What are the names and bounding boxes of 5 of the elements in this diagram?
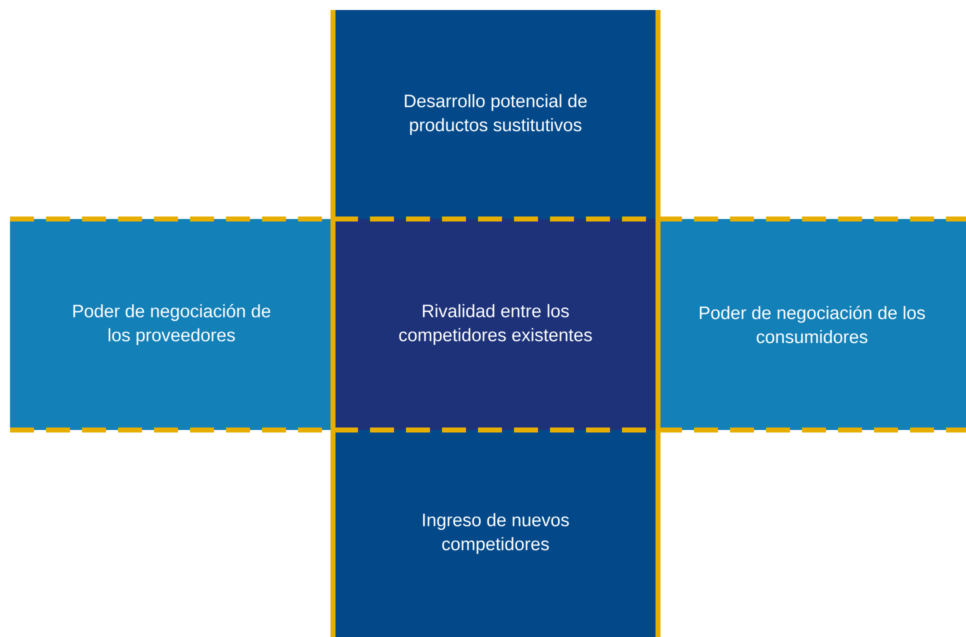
force-band: Desarrollo potencial de productos sustitutivos	[333, 10, 658, 219]
force-band: Poder de negociación de los consumidores	[658, 219, 966, 430]
center-box: Rivalidad entre los competidores existentes	[333, 219, 658, 430]
force-band: Poder de negociación de los proveedores	[10, 219, 333, 430]
force-band: Ingreso de nuevos competidores	[333, 430, 658, 637]
